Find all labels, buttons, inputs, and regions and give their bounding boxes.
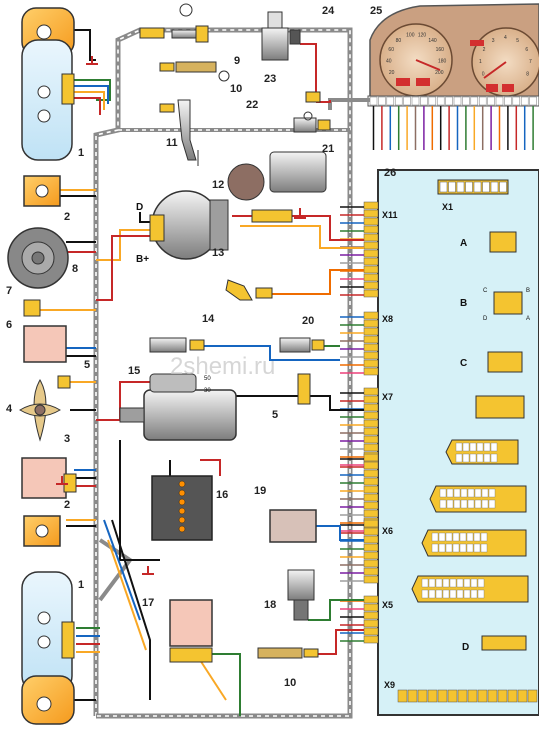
terminal-label-d: D bbox=[136, 202, 143, 213]
terminal-label-bplus: B+ bbox=[136, 254, 149, 265]
component-label-5a: 5 bbox=[84, 359, 90, 371]
x1-pins bbox=[439, 181, 507, 193]
component-label-20: 20 bbox=[302, 315, 314, 327]
component-label-17: 17 bbox=[142, 597, 154, 609]
right-wires bbox=[96, 43, 364, 716]
tacho-tick-label: 3 bbox=[492, 38, 495, 44]
component-label-7: 7 bbox=[6, 285, 12, 297]
connector-labels: X11 X8 X7 X6 X5 X9 X1 bbox=[382, 202, 453, 690]
component-label-23: 23 bbox=[264, 73, 276, 85]
relay-sockets bbox=[411, 231, 529, 651]
component-label-18: 18 bbox=[264, 599, 276, 611]
component-label-12: 12 bbox=[212, 179, 224, 191]
tacho-tick-label: 0 bbox=[482, 71, 485, 77]
component-label-21: 21 bbox=[322, 143, 334, 155]
terminal-labels: D B+ 50 30 bbox=[136, 202, 211, 394]
speedo-tick-label: 80 bbox=[396, 38, 402, 44]
speedo-tick-label: 100 bbox=[406, 33, 415, 39]
component-label-10b: 10 bbox=[284, 677, 296, 689]
component-label-13: 13 bbox=[212, 247, 224, 259]
tacho-tick-label: 6 bbox=[525, 47, 528, 53]
tacho-tick-label: 2 bbox=[483, 47, 486, 53]
tacho-tick-label: 5 bbox=[516, 38, 519, 44]
x9-pins bbox=[397, 689, 538, 703]
component-label-15: 15 bbox=[128, 365, 140, 377]
component-label-8: 8 bbox=[72, 263, 78, 275]
speedo-tick-label: 200 bbox=[435, 70, 444, 76]
component-label-2b: 2 bbox=[64, 499, 70, 511]
speedo-tick-label: 180 bbox=[438, 58, 447, 64]
terminal-label-30: 30 bbox=[204, 388, 211, 394]
component-label-2a: 2 bbox=[64, 211, 70, 223]
tacho-tick-label: 7 bbox=[529, 59, 532, 65]
speedo-tick-label: 120 bbox=[418, 33, 427, 39]
watermark: 2shemi.ru bbox=[170, 353, 275, 380]
component-label-1a: 1 bbox=[78, 147, 84, 159]
block-label-a: A bbox=[460, 238, 467, 249]
speedo-tick-label: 140 bbox=[428, 38, 437, 44]
component-label-22: 22 bbox=[246, 99, 258, 111]
tacho-tick-label: 8 bbox=[526, 71, 529, 77]
component-label-3: 3 bbox=[64, 433, 70, 445]
block-label-b: B bbox=[460, 298, 467, 309]
component-labels: 1 1 2 2 3 4 5 5 6 7 8 9 10 10 11 12 13 1… bbox=[6, 5, 396, 689]
cluster-wire-bundle bbox=[372, 106, 534, 150]
block-labels: A B C D C B D A bbox=[460, 238, 530, 653]
block-b-side-b: B bbox=[526, 288, 530, 294]
connector-label-x9: X9 bbox=[384, 680, 395, 690]
top-components bbox=[119, 3, 331, 663]
tacho-tick-label: 1 bbox=[479, 59, 482, 65]
cluster-connector-pins bbox=[369, 96, 537, 106]
component-label-11: 11 bbox=[166, 137, 178, 149]
component-label-6: 6 bbox=[6, 319, 12, 331]
connector-label-x5: X5 bbox=[382, 600, 393, 610]
connector-label-x1: X1 bbox=[442, 202, 453, 212]
block-label-c: C bbox=[460, 358, 467, 369]
connector-label-x11: X11 bbox=[382, 210, 398, 220]
left-wires bbox=[40, 29, 160, 701]
speedo-tick-label: 20 bbox=[389, 70, 395, 76]
ground-symbols bbox=[56, 56, 306, 575]
tacho-tick-label: 4 bbox=[504, 35, 507, 41]
speedo-tick-label: 160 bbox=[436, 47, 445, 53]
block-b-side-d: D bbox=[483, 316, 488, 322]
block-b-side-a: A bbox=[526, 316, 530, 322]
component-label-9: 9 bbox=[234, 55, 240, 67]
left-components bbox=[7, 7, 77, 725]
component-label-26: 26 bbox=[384, 167, 396, 179]
component-label-4: 4 bbox=[6, 403, 13, 415]
component-label-16: 16 bbox=[216, 489, 228, 501]
speedo-tick-label: 60 bbox=[388, 47, 394, 53]
speedo-tick-label: 40 bbox=[386, 58, 392, 64]
connector-label-x6: X6 bbox=[382, 526, 393, 536]
component-label-19: 19 bbox=[254, 485, 266, 497]
connector-label-x8: X8 bbox=[382, 314, 393, 324]
component-label-10a: 10 bbox=[230, 83, 242, 95]
component-label-14: 14 bbox=[202, 313, 215, 325]
terminal-label-50: 50 bbox=[204, 376, 211, 382]
component-label-25: 25 bbox=[370, 5, 382, 17]
component-label-24: 24 bbox=[322, 5, 335, 17]
component-label-1b: 1 bbox=[78, 579, 84, 591]
connector-label-x7: X7 bbox=[382, 392, 393, 402]
block-label-d: D bbox=[462, 642, 469, 653]
component-label-5b: 5 bbox=[272, 409, 278, 421]
mounting-block-connectors bbox=[363, 201, 379, 644]
block-b-side-c: C bbox=[483, 288, 488, 294]
